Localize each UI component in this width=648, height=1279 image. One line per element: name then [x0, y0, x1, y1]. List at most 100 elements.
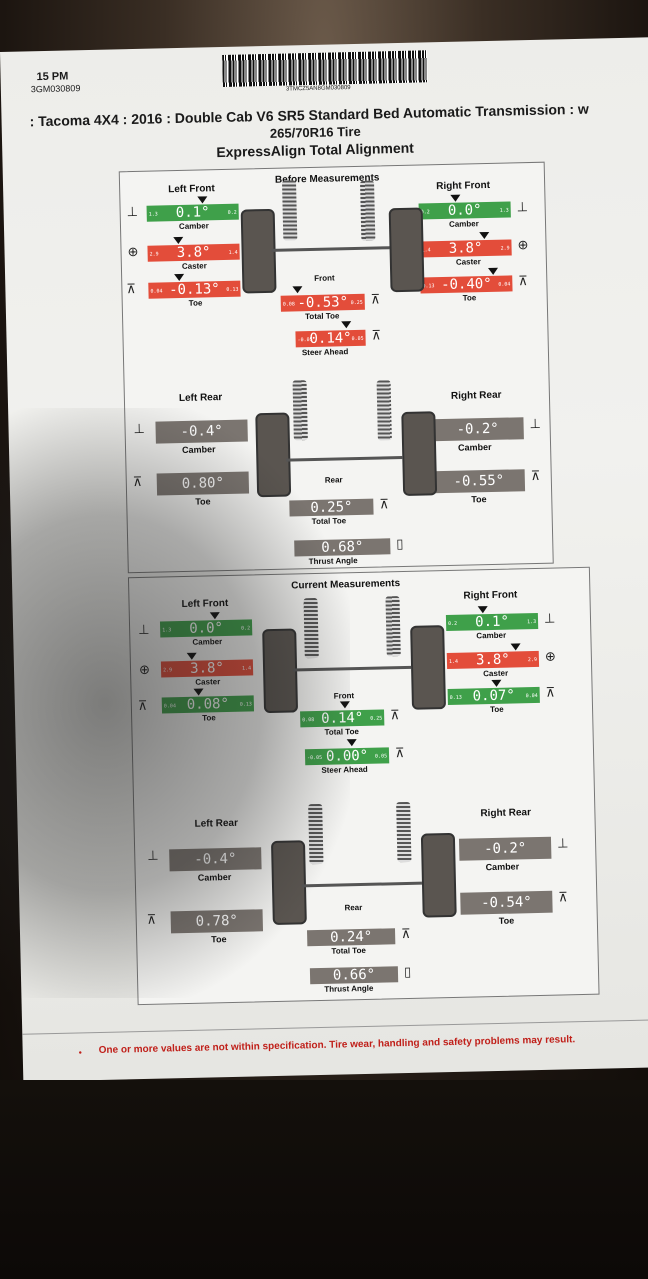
target-arrow-icon	[193, 688, 204, 696]
printout-sheet: 15 PM 3GM030809 3TMCZ5AN8GM030809 : Taco…	[0, 37, 648, 1082]
current-front-total-toe-bar: 0.08 0.14° 0.25	[300, 709, 385, 728]
toe-icon: ⊼	[530, 467, 541, 484]
before-lf-caster-bar: 2.9 3.8° 1.4	[147, 243, 240, 262]
service-title: ExpressAlign Total Alignment	[216, 139, 415, 161]
caster-label: Caster	[455, 257, 481, 267]
toe-icon: ⊼	[389, 707, 400, 723]
toe-label: Toe	[202, 713, 216, 723]
front-axle	[293, 665, 412, 672]
before-front-label: Front	[314, 273, 335, 283]
camber-icon: ⊥	[556, 835, 569, 851]
before-rear-label: Rear	[324, 475, 343, 485]
total-toe-label: Total Toe	[304, 311, 340, 322]
thrust-icon: ▯	[396, 535, 404, 552]
spec-warning: One or more values are not within specif…	[98, 1034, 576, 1057]
target-arrow-icon	[488, 267, 499, 275]
current-rf-toe-bar: 0.13 0.07° 0.04	[447, 686, 540, 706]
toe-icon: ⊼	[545, 684, 556, 700]
current-rr-toe-bar: -0.54°	[460, 890, 553, 915]
total-toe-label: Total Toe	[324, 727, 359, 737]
target-arrow-icon	[339, 701, 350, 709]
before-rr-camber-bar: -0.2°	[431, 417, 524, 442]
before-right-rear-label: Right Rear	[450, 389, 502, 402]
camber-label: Camber	[181, 444, 216, 455]
rear-left-spring	[292, 380, 308, 441]
current-measurements-panel: Current Measurements Left Front Right Fr…	[127, 566, 600, 1006]
current-lr-toe-bar: 0.78°	[170, 909, 264, 934]
before-measurements-panel: Before Measurements Left Front Right Fro…	[118, 161, 554, 574]
camber-icon: ⊥	[516, 199, 529, 215]
front-left-spring	[281, 180, 298, 241]
front-right-spring	[385, 596, 401, 657]
before-lf-camber-bar: 1.3 0.1° 0.2	[146, 203, 239, 222]
toe-icon: ⊼	[146, 911, 157, 927]
camber-icon: ⊥	[543, 610, 556, 626]
current-right-rear-label: Right Rear	[480, 807, 532, 820]
caster-icon: ⊕	[138, 661, 151, 678]
toe-label: Toe	[188, 298, 203, 308]
before-rear-total-toe-bar: 0.25°	[289, 498, 374, 517]
current-rear-total-toe-bar: 0.24°	[307, 928, 396, 947]
before-lr-toe-bar: 0.80°	[156, 471, 250, 496]
before-rf-camber-bar: 0.2 0.0° 1.3	[418, 201, 511, 220]
current-title: Current Measurements	[291, 578, 401, 592]
camber-icon: ⊥	[147, 847, 159, 863]
before-front-total-toe-bar: 0.08 -0.53° 0.25	[280, 293, 365, 312]
current-lf-toe-bar: 0.04 0.08° 0.13	[161, 695, 255, 714]
thrust-icon: ▯	[403, 963, 412, 980]
caster-icon: ⊕	[544, 648, 556, 664]
current-steer-ahead-bar: -0.05 0.00° 0.05	[304, 747, 390, 766]
front-right-spring	[360, 180, 376, 241]
rear-left-wheel	[255, 412, 292, 498]
steer-icon: ⊼	[371, 327, 382, 343]
steer-icon: ⊼	[394, 745, 405, 761]
rear-left-spring	[308, 803, 324, 865]
rear-right-wheel	[420, 832, 457, 918]
toe-icon: ⊼	[400, 925, 411, 942]
total-toe-label: Total Toe	[331, 945, 366, 956]
camber-icon: ⊥	[126, 203, 139, 220]
camber-label: Camber	[192, 637, 223, 647]
rear-right-spring	[396, 801, 412, 863]
front-left-spring	[303, 597, 319, 659]
current-left-front-label: Left Front	[181, 597, 229, 611]
camber-label: Camber	[197, 871, 232, 883]
thrust-angle-label: Thrust Angle	[324, 983, 374, 994]
rear-right-spring	[376, 380, 392, 441]
toe-icon: ⊼	[518, 273, 529, 289]
front-right-wheel	[410, 625, 447, 710]
steer-ahead-label: Steer Ahead	[321, 764, 368, 775]
toe-icon: ⊼	[126, 280, 137, 297]
print-time: 15 PM	[36, 70, 69, 84]
rear-left-wheel	[270, 840, 307, 926]
toe-label: Toe	[498, 915, 515, 926]
target-arrow-icon	[346, 739, 357, 747]
current-front-label: Front	[333, 691, 355, 701]
front-axle	[271, 246, 390, 252]
bullet-icon: •	[78, 1047, 82, 1058]
current-rf-caster-bar: 1.4 3.8° 2.9	[446, 650, 540, 670]
current-lr-camber-bar: -0.4°	[169, 847, 262, 872]
current-rf-camber-bar: 0.2 0.1° 1.3	[445, 612, 539, 632]
rear-axle	[286, 455, 403, 462]
target-arrow-icon	[341, 321, 352, 329]
camber-label: Camber	[476, 630, 507, 641]
before-thrust-angle-bar: 0.68°	[294, 538, 391, 557]
toe-icon: ⊼	[132, 473, 143, 490]
camber-label: Camber	[457, 441, 492, 453]
toe-label: Toe	[471, 494, 487, 505]
caster-icon: ⊕	[127, 243, 139, 260]
before-steer-ahead-bar: -0.05 0.14° 0.05	[295, 329, 366, 348]
current-right-front-label: Right Front	[463, 589, 518, 602]
rear-right-wheel	[401, 411, 438, 496]
toe-icon: ⊼	[558, 889, 568, 905]
camber-icon: ⊥	[133, 420, 146, 437]
camber-label: Camber	[485, 861, 520, 873]
toe-label: Toe	[462, 293, 477, 303]
dark-foreground	[0, 1080, 648, 1279]
target-arrow-icon	[477, 606, 488, 614]
target-arrow-icon	[197, 196, 208, 204]
tire-size: 265/70R16 Tire	[269, 123, 361, 141]
current-thrust-angle-bar: 0.66°	[309, 966, 399, 985]
target-arrow-icon	[174, 273, 185, 282]
